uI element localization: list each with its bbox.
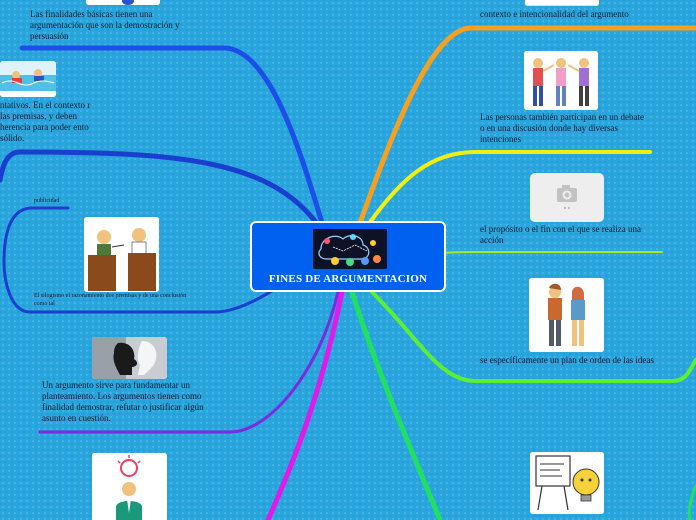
chat-image [86,0,160,5]
branch-line-lightbulb [265,289,345,520]
central-topic-title: FINES DE ARGUMENTACION [268,273,428,285]
branch-line-board [349,289,443,520]
brain-ideas-icon [313,229,387,269]
lightbulb-person-image [92,453,167,520]
left-branch-2-text[interactable]: ntativos. En el contexto r las premisas,… [0,100,91,143]
presentation-board-image [530,452,604,514]
branch-line-silogismo [2,206,314,314]
branch-line-plan [370,290,696,383]
central-topic[interactable]: FINES DE ARGUMENTACION [250,221,446,292]
branch-line-contexto [357,25,696,226]
branch-line-far-right [687,484,696,520]
left-branch-1-text[interactable]: Las finalidades básicas tienen una argum… [30,9,180,41]
branch-line-argumento [38,290,340,434]
puzzle-heads-image [92,337,167,379]
left-branch-3-text[interactable]: El silogismo el razonamiento dos premisa… [34,293,187,307]
right-branch-3-text[interactable]: el propósito o el fin con el que se real… [480,224,641,245]
left-branch-4-text[interactable]: Un argumento sirve para fundamentar un p… [42,380,204,423]
thumbnail-image [525,0,599,6]
debate-podium-image [84,217,159,292]
arguing-people-image [524,51,598,110]
right-branch-1-text[interactable]: contexto e intencionalidad del argumento [480,9,629,19]
swimmers-image [0,61,56,97]
couple-image [529,278,604,352]
camera-placeholder-icon[interactable] [530,173,604,222]
branch-line-premisas [0,149,321,228]
right-branch-4-text[interactable]: se específicamente un plan de orden de l… [480,355,654,365]
branch-line-personas [366,150,652,227]
branch-line-finalidades [19,45,325,226]
publicidad-label[interactable]: publicidad [34,198,60,204]
right-branch-2-text[interactable]: Las personas también participan en un de… [480,112,644,144]
